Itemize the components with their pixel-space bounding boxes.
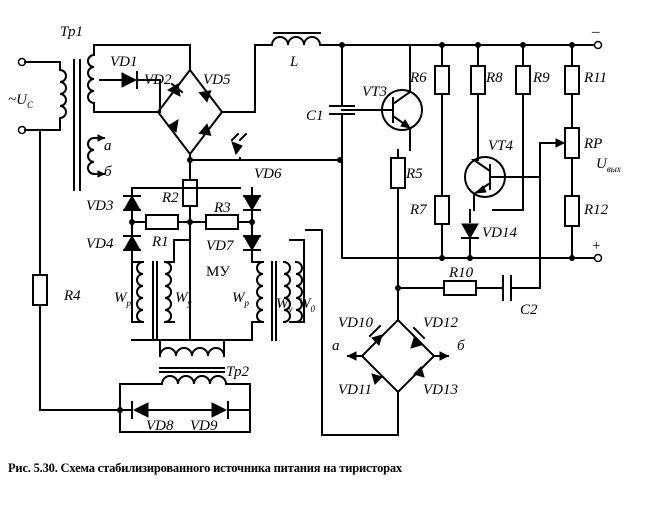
label-vd3: VD3 — [86, 198, 114, 214]
label-wy-left: Wу — [175, 290, 192, 308]
label-vd9: VD9 — [190, 418, 218, 434]
resistor-r1 — [131, 214, 207, 230]
label-vd12: VD12 — [423, 315, 458, 331]
label-b-right: б — [457, 338, 465, 354]
resistor-r12 — [564, 195, 580, 227]
label-r9: R9 — [532, 70, 550, 86]
label-r10: R10 — [448, 265, 474, 281]
thyristor-vd6 — [230, 132, 343, 163]
diode-vd1 — [99, 71, 161, 89]
label-a-right: а — [332, 338, 340, 354]
label-mu: МУ — [206, 264, 230, 280]
figure-caption: Рис. 5.30. Схема стабилизированного исто… — [8, 461, 402, 475]
label-c1: C1 — [306, 108, 324, 124]
bridge-vd2-vd5 — [119, 44, 341, 163]
mu-winding-wp-right — [256, 260, 265, 324]
label-w0: W0 — [298, 296, 316, 314]
zener-vd14 — [461, 209, 479, 259]
label-r8: R8 — [485, 70, 503, 86]
output-terminal-plus — [593, 253, 603, 263]
potentiometer-rp — [564, 127, 580, 159]
resistor-r8 — [470, 44, 486, 161]
mu-winding-wy-right — [282, 260, 291, 324]
label-r5: R5 — [405, 166, 423, 182]
mu-winding-w0 — [294, 260, 303, 324]
resistor-r9 — [492, 44, 531, 211]
mu-winding-wy-left — [163, 260, 172, 324]
capacitor-c2 — [502, 275, 517, 301]
resistor-r3 — [205, 214, 255, 230]
label-output-voltage: Uвых — [596, 156, 621, 174]
label-r11: R11 — [583, 70, 607, 86]
label-c2: C2 — [520, 302, 538, 318]
tp1-primary-winding — [58, 68, 67, 120]
label-r7: R7 — [409, 202, 428, 218]
resistor-r6 — [434, 44, 450, 197]
label-plus: + — [592, 238, 600, 254]
bridge-vd10-vd13 — [346, 299, 450, 436]
label-b-left: б — [104, 164, 112, 180]
label-r6: R6 — [409, 70, 427, 86]
tp1-aux-winding — [87, 136, 96, 176]
label-vd13: VD13 — [423, 382, 458, 398]
label-vd1: VD1 — [110, 54, 138, 70]
label-r2: R2 — [161, 190, 179, 206]
label-vt3: VT3 — [362, 84, 387, 100]
label-r4: R4 — [63, 288, 81, 304]
thyristor-vd4 — [123, 219, 141, 263]
output-terminal-minus — [593, 40, 603, 50]
magnetic-amplifier — [131, 221, 353, 436]
transformer-tp1 — [58, 44, 191, 191]
label-vd8: VD8 — [146, 418, 174, 434]
label-wp-left: Wр — [114, 290, 132, 308]
positive-rail — [341, 253, 603, 263]
label-vd11: VD11 — [338, 382, 372, 398]
label-minus: – — [591, 24, 600, 40]
resistor-r2 — [182, 159, 198, 221]
resistor-r4 — [32, 274, 48, 306]
label-l: L — [289, 54, 298, 70]
label-vd10: VD10 — [338, 315, 373, 331]
transistor-vt4 — [464, 156, 541, 211]
label-rp: RP — [583, 136, 602, 152]
thyristor-vd3 — [123, 187, 241, 221]
resistor-r7 — [434, 195, 450, 259]
transformer-tp2 — [119, 339, 251, 386]
label-input-voltage: ~UC — [8, 92, 34, 110]
label-vd5: VD5 — [203, 72, 231, 88]
label-vd14: VD14 — [482, 225, 517, 241]
label-r1: R1 — [151, 234, 169, 250]
label-vt4: VT4 — [488, 138, 514, 154]
label-wp-right: Wр — [232, 290, 250, 308]
label-a-left: а — [104, 138, 112, 154]
ac-input — [17, 57, 61, 276]
label-vd6: VD6 — [254, 166, 282, 182]
label-tp1: Тр1 — [60, 24, 83, 40]
label-r3: R3 — [213, 200, 231, 216]
resistor-r5 — [390, 149, 406, 301]
capacitor-c1 — [329, 44, 355, 259]
mu-winding-wp-left — [136, 260, 145, 324]
label-vd2: VD2 — [144, 72, 172, 88]
tp1-secondary-winding — [87, 53, 96, 105]
inductor-l — [254, 32, 603, 50]
label-vd4: VD4 — [86, 236, 114, 252]
resistor-r10 — [397, 280, 504, 296]
transistor-vt3 — [341, 44, 423, 151]
label-vd7: VD7 — [206, 238, 235, 254]
label-tp2: Тр2 — [226, 364, 249, 380]
thyristor-vd7 — [243, 187, 261, 263]
label-wy-right: Wу — [276, 296, 293, 314]
voltage-divider — [515, 44, 580, 289]
label-r12: R12 — [583, 202, 609, 218]
diodes-vd8-vd9 — [39, 304, 251, 433]
